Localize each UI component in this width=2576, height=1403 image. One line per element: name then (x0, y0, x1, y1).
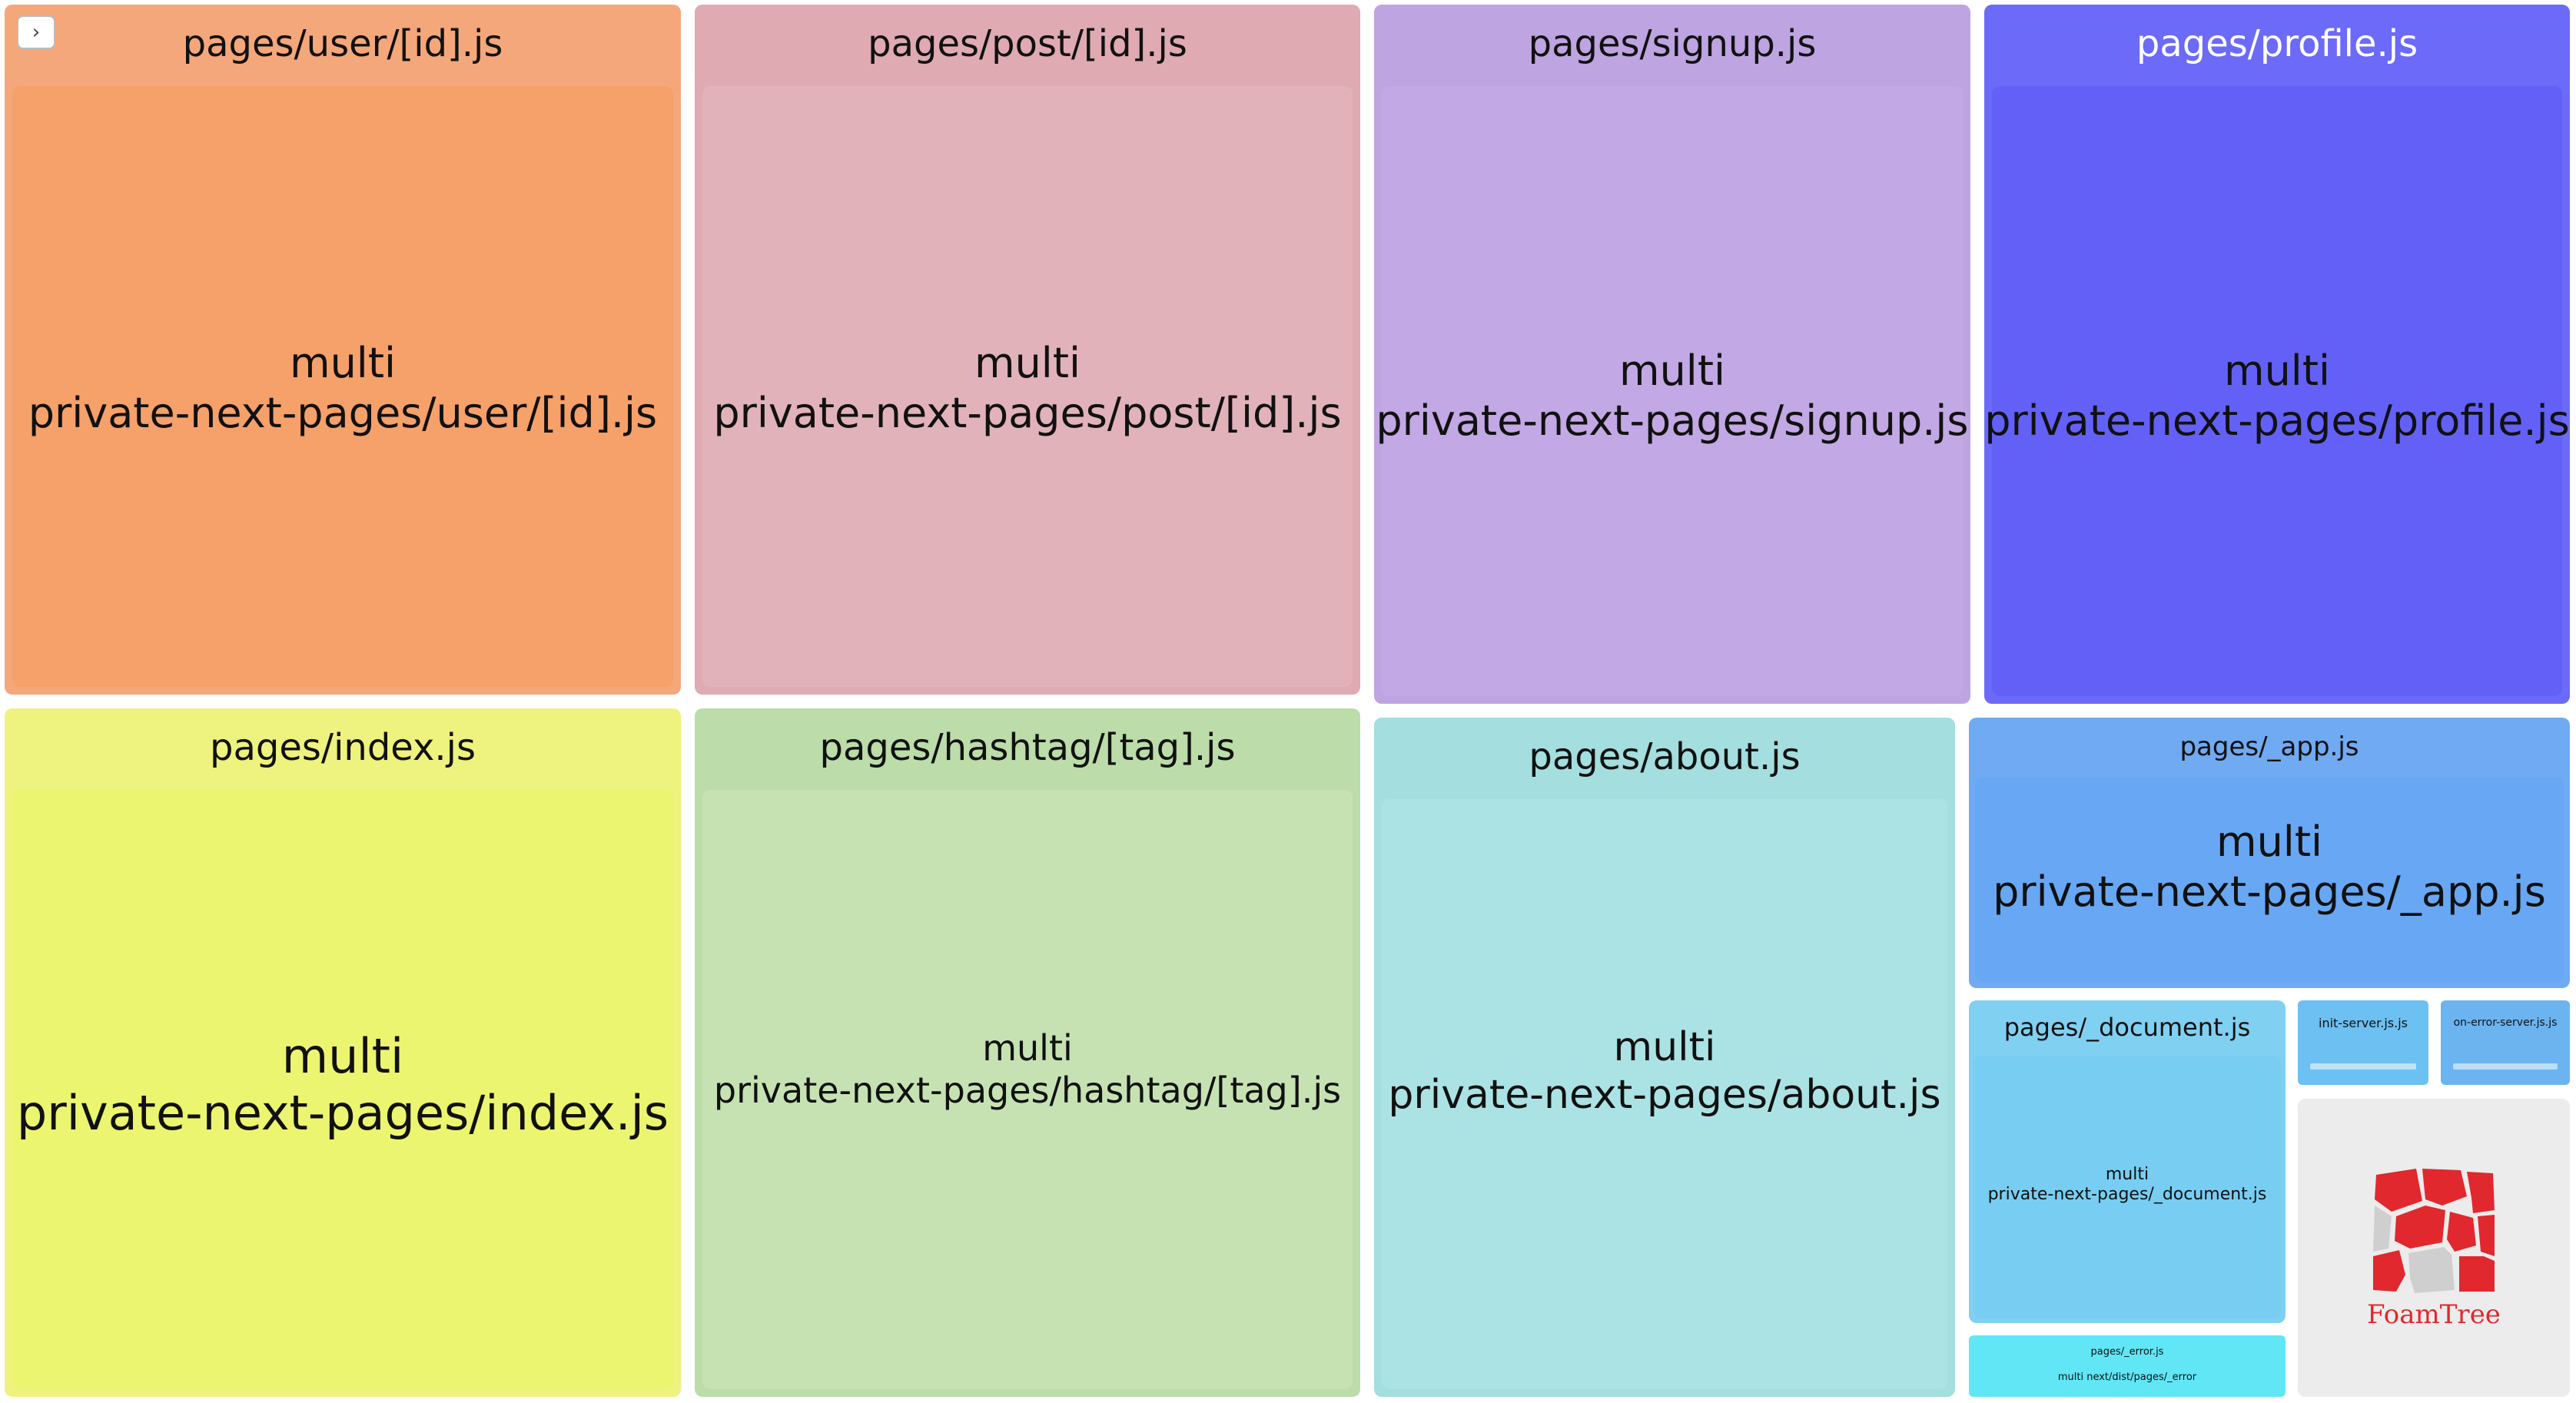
cell-module-text: multi private-next-pages/profile.js (1984, 335, 2570, 458)
cell-module-text: multi private-next-pages/hashtag/[tag].j… (695, 1016, 1360, 1123)
toggle-sidebar-button[interactable]: › (17, 15, 55, 49)
cell-module-text: multi private-next-pages/index.js (5, 1016, 681, 1154)
cell-module-text: multi private-next-pages/signup.js (1374, 335, 1970, 458)
treemap-cell-post-id[interactable]: pages/post/[id].js multi private-next-pa… (695, 5, 1360, 695)
cell-multi-label: multi (982, 1027, 1073, 1069)
cell-label: init-server.js.js (2319, 1015, 2408, 1030)
cell-label: pages/index.js (210, 726, 476, 769)
foamtree-logo-text: FoamTree (2367, 1299, 2501, 1330)
cell-label: pages/signup.js (1528, 22, 1817, 65)
cell-module-path: private-next-pages/user/[id].js (28, 389, 658, 437)
cell-inner-group[interactable] (12, 790, 673, 1389)
cell-module-text: multi private-next-pages/about.js (1374, 1013, 1955, 1129)
cell-multi-label: multi (2216, 818, 2322, 867)
treemap-cell-profile[interactable]: pages/profile.js multi private-next-page… (1984, 5, 2570, 704)
cell-multi-label: multi (1613, 1023, 1716, 1070)
cell-inner-group[interactable] (12, 86, 673, 687)
cell-module-text: multi private-next-pages/post/[id].js (695, 327, 1360, 450)
cell-module-path: private-next-pages/_app.js (1993, 867, 2546, 916)
foamtree-logo-icon (2369, 1166, 2499, 1296)
treemap-cell-hashtag-tag[interactable]: pages/hashtag/[tag].js multi private-nex… (695, 708, 1360, 1397)
treemap-cell-error[interactable]: pages/_error.js multi next/dist/pages/_e… (1969, 1335, 2286, 1397)
treemap-cell-on-error-server[interactable]: on-error-server.js.js (2441, 1000, 2570, 1085)
cell-module-text: multi private-next-pages/_app.js (1969, 810, 2570, 925)
cell-label: pages/hashtag/[tag].js (819, 726, 1236, 769)
cell-inner-group[interactable] (1992, 86, 2562, 696)
treemap-cell-index[interactable]: pages/index.js multi private-next-pages/… (5, 708, 681, 1397)
cell-module-text: multi private-next-pages/user/[id].js (5, 327, 681, 450)
treemap-cell-init-server[interactable]: init-server.js.js (2298, 1000, 2428, 1085)
treemap-cell-document[interactable]: pages/_document.js multi private-next-pa… (1969, 1000, 2286, 1323)
treemap-cell-user-id[interactable]: pages/user/[id].js multi private-next-pa… (5, 5, 681, 695)
cell-multi-label: multi (2105, 1164, 2149, 1184)
cell-module-path: private-next-pages/profile.js (1984, 396, 2570, 445)
cell-multi-label: multi (281, 1027, 404, 1084)
cell-module-path: private-next-pages/post/[id].js (713, 389, 1342, 437)
cell-mini-bar (2453, 1063, 2558, 1070)
chevron-right-icon: › (32, 21, 41, 44)
cell-inner-group[interactable] (1973, 1056, 2281, 1318)
cell-label: pages/_error.js (2090, 1345, 2164, 1358)
cell-module-path: private-next-pages/_document.js (1987, 1185, 2267, 1204)
cell-multi-label: multi (974, 339, 1081, 388)
cell-inner-group[interactable] (1975, 778, 2564, 982)
cell-multi-label: multi (2223, 347, 2330, 396)
cell-label: on-error-server.js.js (2453, 1017, 2558, 1029)
cell-multi-label: multi (1618, 347, 1725, 396)
treemap-cell-about[interactable]: pages/about.js multi private-next-pages/… (1374, 718, 1955, 1397)
foamtree-logo-area: FoamTree (2298, 1099, 2570, 1397)
cell-inner-group[interactable] (1382, 86, 1963, 696)
cell-module-path: private-next-pages/hashtag/[tag].js (713, 1070, 1342, 1111)
cell-module-path: private-next-pages/about.js (1388, 1072, 1941, 1118)
cell-label: pages/post/[id].js (868, 22, 1187, 65)
cell-inner-group[interactable] (1382, 799, 1947, 1389)
cell-mini-bar (2310, 1063, 2416, 1070)
cell-module-path: multi next/dist/pages/_error (2057, 1371, 2197, 1384)
cell-label: pages/_app.js (2179, 731, 2359, 762)
cell-module-path: private-next-pages/signup.js (1376, 396, 1969, 445)
cell-inner-group[interactable] (702, 790, 1353, 1389)
cell-module-path: private-next-pages/index.js (16, 1085, 669, 1141)
treemap-cell-signup[interactable]: pages/signup.js multi private-next-pages… (1374, 5, 1970, 704)
cell-module-text: multi private-next-pages/_document.js (1969, 1162, 2286, 1208)
cell-label: pages/profile.js (2136, 22, 2418, 65)
cell-inner-group[interactable] (702, 86, 1353, 687)
cell-multi-label: multi (289, 339, 396, 388)
cell-label: pages/_document.js (2003, 1013, 2251, 1042)
cell-label: pages/user/[id].js (182, 22, 503, 65)
cell-label: pages/about.js (1529, 735, 1801, 778)
treemap-cell-app[interactable]: pages/_app.js multi private-next-pages/_… (1969, 718, 2570, 988)
